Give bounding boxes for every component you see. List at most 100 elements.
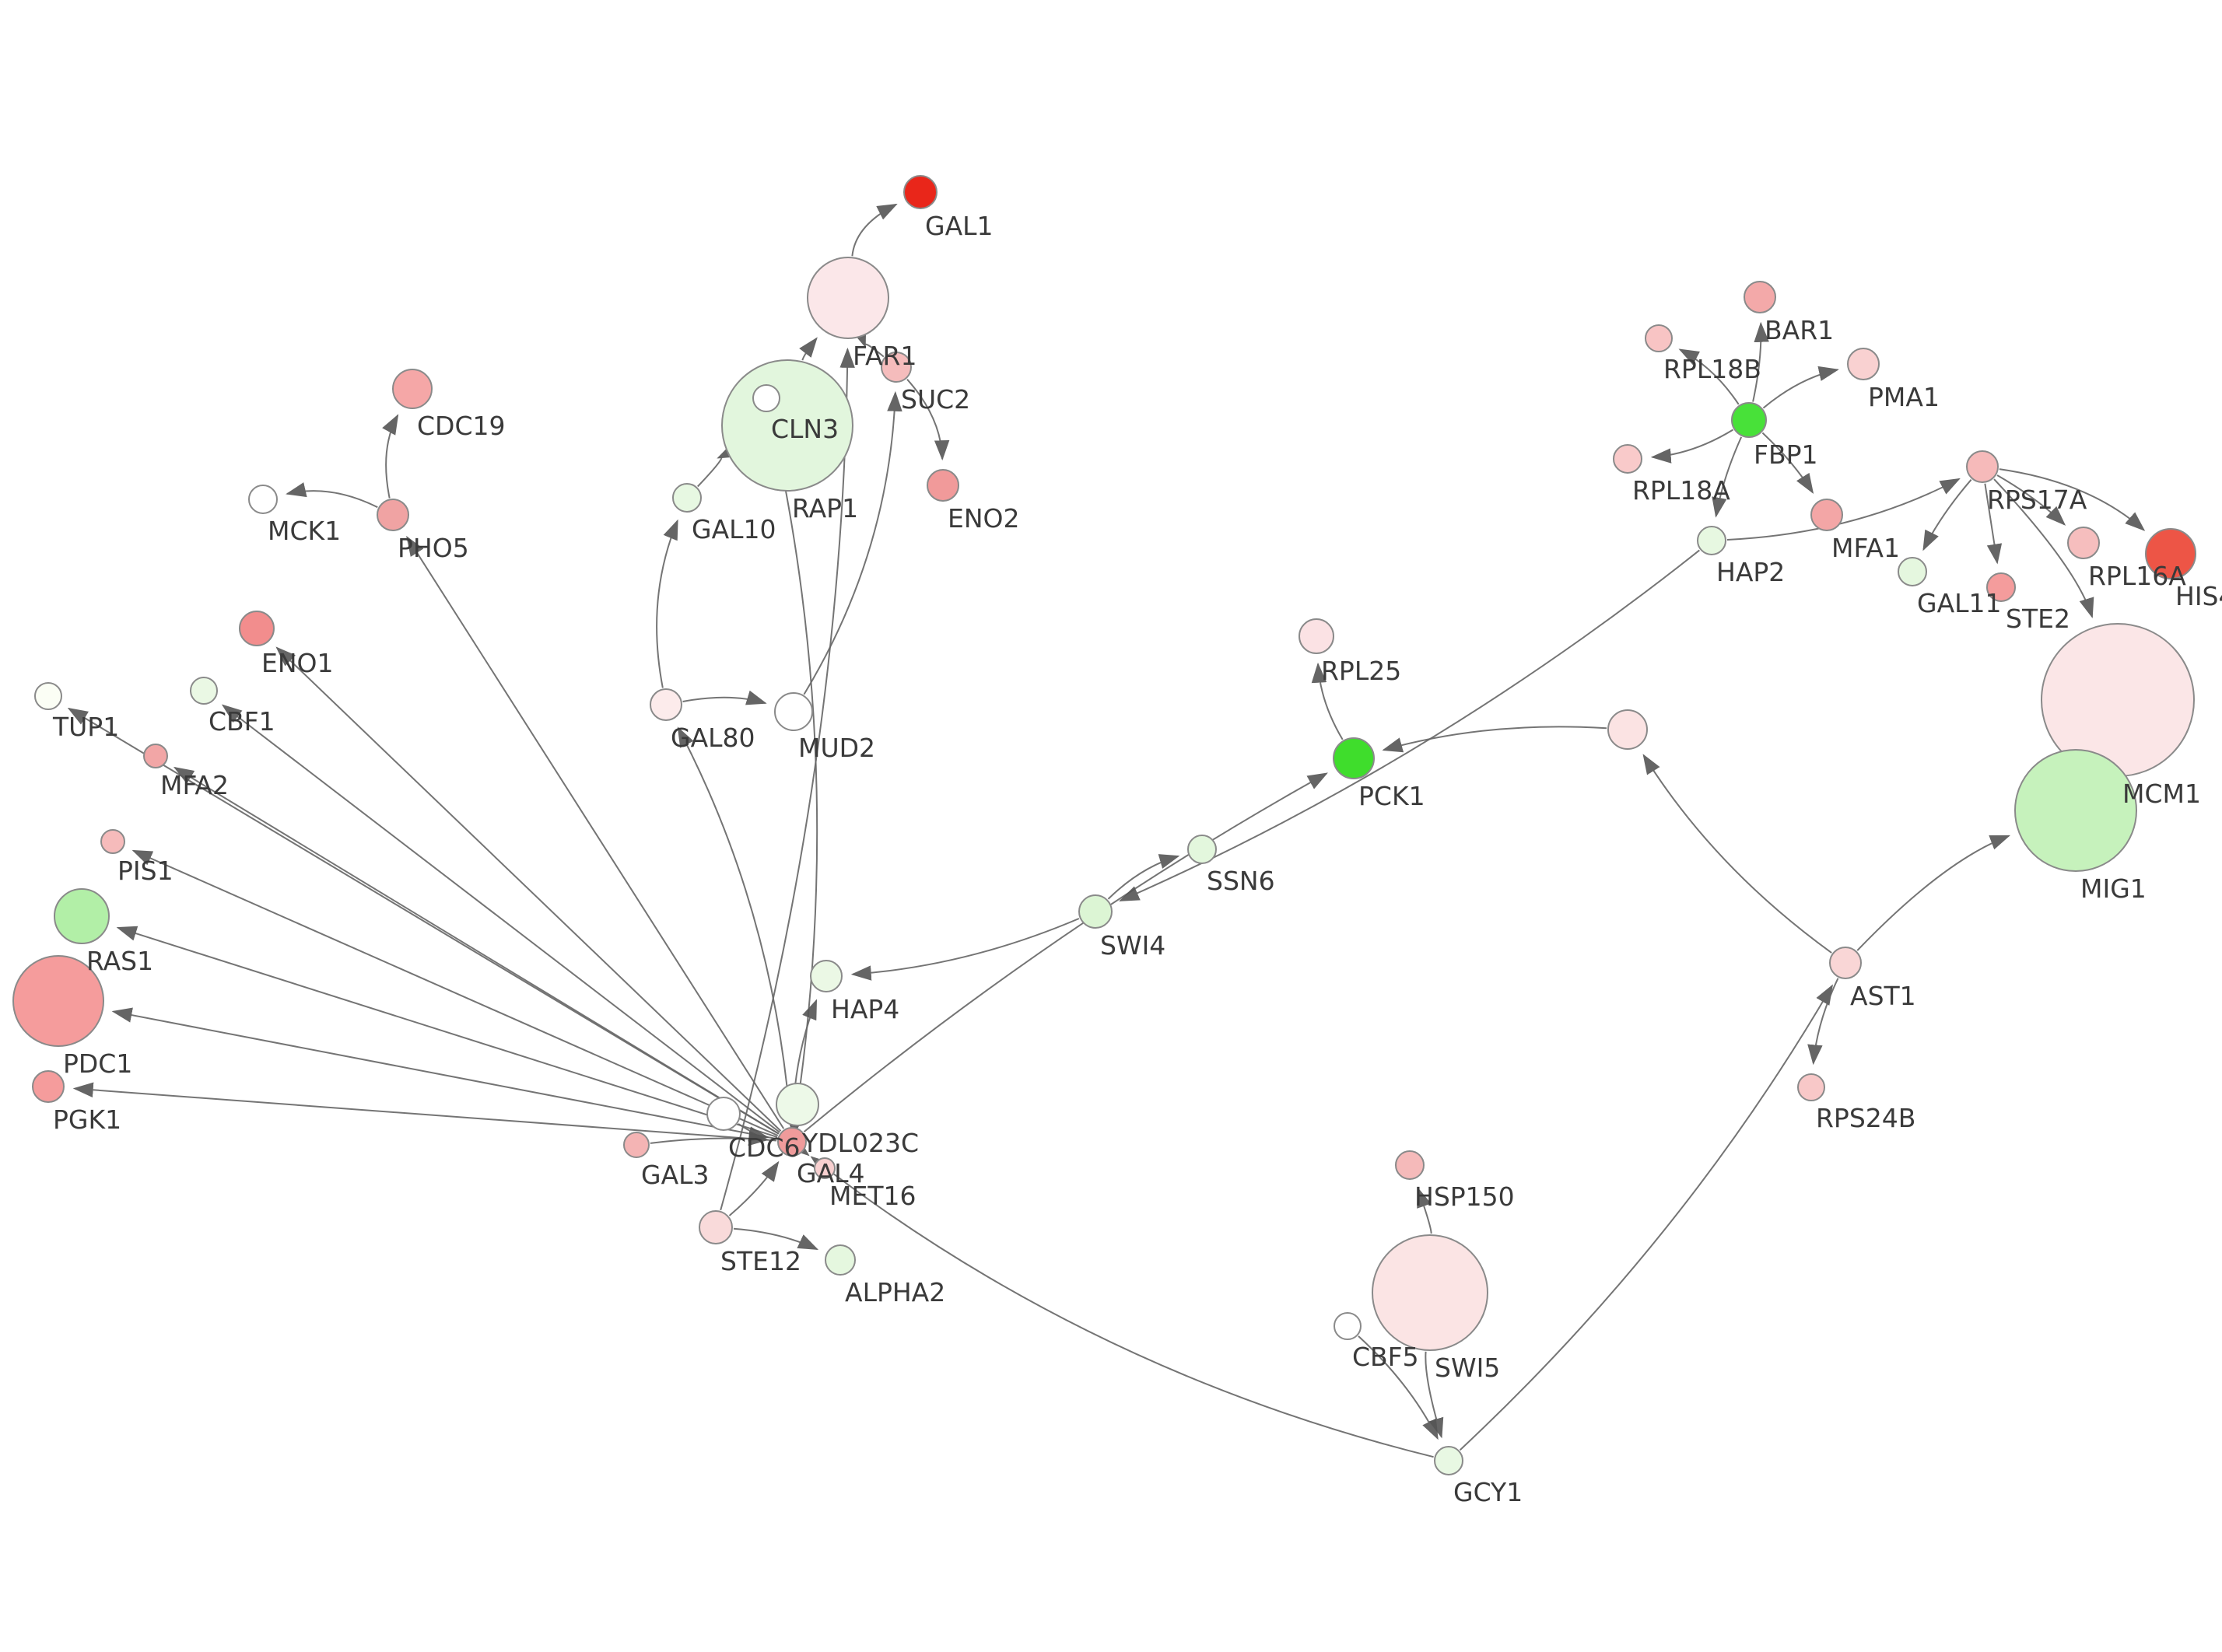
node-cln3[interactable]	[752, 384, 780, 412]
edge-far1-gal1[interactable]	[851, 203, 898, 257]
node-pck1[interactable]	[1333, 737, 1375, 779]
edge-suc2-far1[interactable]	[851, 326, 885, 358]
node-cbf5[interactable]	[1334, 1312, 1362, 1340]
node-gal80[interactable]	[650, 688, 682, 721]
node-hap2[interactable]	[1697, 526, 1726, 555]
node-alpha2[interactable]	[825, 1244, 856, 1276]
edge-pho5-cdc19[interactable]	[382, 414, 399, 499]
edge-ste12-alpha2[interactable]	[733, 1227, 819, 1250]
node-gal3[interactable]	[623, 1132, 650, 1158]
node-ydl023c[interactable]	[776, 1083, 819, 1126]
edge-gal4-mfa2[interactable]	[173, 766, 780, 1135]
edge-ast1-mig1[interactable]	[1856, 835, 2011, 951]
node-gal1[interactable]	[903, 175, 938, 209]
node-rpl18a[interactable]	[1613, 444, 1642, 474]
node-mfa2[interactable]	[143, 744, 168, 768]
edge-rps17a-ste2[interactable]	[1984, 483, 2003, 565]
node-gal11[interactable]	[1898, 557, 1927, 586]
node-far1[interactable]	[807, 257, 889, 339]
edge-unk-pck1[interactable]	[1382, 726, 1607, 753]
edge-gal4-eno1[interactable]	[275, 646, 782, 1132]
node-rps17a[interactable]	[1966, 450, 1999, 483]
node-hap4[interactable]	[810, 960, 843, 992]
edge-gal4-pho5[interactable]	[406, 535, 785, 1129]
node-gcy1[interactable]	[1434, 1446, 1463, 1475]
edge-gcy1-gal4[interactable]	[810, 1156, 1434, 1458]
edge-rps17a-rpl16a[interactable]	[1996, 474, 2066, 526]
node-ast1[interactable]	[1829, 947, 1862, 979]
node-eno1[interactable]	[239, 611, 275, 646]
node-mck1[interactable]	[248, 485, 278, 514]
node-cdc6[interactable]	[706, 1097, 741, 1131]
node-mig1[interactable]	[2014, 749, 2137, 872]
node-swi5[interactable]	[1372, 1234, 1488, 1351]
edge-suc2-eno2[interactable]	[906, 379, 950, 461]
edge-fbp1-hap2[interactable]	[1712, 436, 1743, 518]
node-eno2[interactable]	[927, 469, 959, 502]
edge-fbp1-rpl18a[interactable]	[1650, 429, 1734, 464]
edge-rap1-far1[interactable]	[799, 337, 818, 361]
node-rpl25[interactable]	[1299, 618, 1334, 654]
edge-rps17a-gal11[interactable]	[1922, 479, 1972, 551]
edge-gal4-pck1[interactable]	[803, 772, 1328, 1133]
node-tup1[interactable]	[34, 682, 62, 710]
node-gal4[interactable]	[777, 1127, 807, 1157]
edge-fbp1-bar1[interactable]	[1752, 321, 1769, 402]
node-cbf1[interactable]	[190, 677, 218, 705]
node-his4[interactable]	[2145, 528, 2196, 579]
edge-gal80-mud2[interactable]	[682, 690, 767, 705]
edge-fbp1-pma1[interactable]	[1762, 366, 1839, 409]
edge-fbp1-rpl18b[interactable]	[1678, 348, 1740, 405]
node-met16[interactable]	[814, 1157, 836, 1179]
edge-gcy1-ast1[interactable]	[1459, 984, 1833, 1451]
node-ras1[interactable]	[54, 888, 110, 944]
edge-gal4-cln3[interactable]	[768, 420, 818, 1127]
edge-pho5-mck1[interactable]	[286, 482, 378, 509]
node-ssn6[interactable]	[1187, 835, 1217, 864]
node-cdc19[interactable]	[392, 369, 433, 409]
edge-gal10-rap1[interactable]	[697, 443, 738, 488]
edge-gal4-pgk1[interactable]	[72, 1082, 777, 1142]
edge-swi5-hsp150[interactable]	[1417, 1187, 1432, 1234]
edge-gal4-pdc1[interactable]	[111, 1007, 777, 1140]
node-mfa1[interactable]	[1810, 499, 1843, 531]
edge-gal4-pis1[interactable]	[131, 849, 779, 1136]
edge-ast1-rps24b[interactable]	[1807, 978, 1839, 1066]
edge-rps17a-his4[interactable]	[1999, 468, 2146, 531]
edge-hap2-rps17a[interactable]	[1726, 478, 1961, 541]
node-rpl18b[interactable]	[1645, 324, 1673, 352]
edge-gal4-cbf1[interactable]	[221, 704, 780, 1133]
edge-fbp1-mfa1[interactable]	[1761, 432, 1814, 495]
node-ste2[interactable]	[1986, 572, 2016, 602]
node-hsp150[interactable]	[1395, 1150, 1425, 1180]
edge-ste12-gal4[interactable]	[728, 1160, 780, 1216]
edge-gal80-gal10[interactable]	[656, 519, 678, 688]
node-bar1[interactable]	[1744, 281, 1776, 313]
edge-ast1-unk[interactable]	[1642, 754, 1832, 954]
node-pdc1[interactable]	[12, 955, 104, 1047]
edge-pck1-rpl25[interactable]	[1311, 662, 1344, 740]
node-unlabeled[interactable]	[1607, 709, 1648, 750]
node-pis1[interactable]	[100, 829, 125, 854]
node-swi4[interactable]	[1078, 894, 1113, 929]
node-ste12[interactable]	[699, 1210, 733, 1244]
edge-gal4-gal80[interactable]	[677, 726, 792, 1127]
edge-gal4-ras1[interactable]	[116, 926, 778, 1138]
edge-cdc6-gal4[interactable]	[738, 1123, 769, 1142]
edge-cbf5-gcy1[interactable]	[1358, 1335, 1439, 1440]
node-fbp1[interactable]	[1731, 402, 1767, 438]
node-pho5[interactable]	[377, 499, 409, 531]
node-mud2[interactable]	[774, 692, 813, 731]
edge-gal4-met16[interactable]	[790, 1136, 810, 1157]
edge-swi4-hap4[interactable]	[850, 918, 1080, 981]
node-gal10[interactable]	[672, 483, 702, 513]
edge-mud2-suc2[interactable]	[803, 390, 902, 695]
node-pma1[interactable]	[1847, 348, 1880, 380]
node-suc2[interactable]	[881, 352, 912, 383]
node-rpl16a[interactable]	[2067, 527, 2100, 559]
node-pgk1[interactable]	[32, 1070, 65, 1103]
edge-swi4-ssn6[interactable]	[1107, 854, 1180, 900]
node-rps24b[interactable]	[1797, 1073, 1825, 1101]
